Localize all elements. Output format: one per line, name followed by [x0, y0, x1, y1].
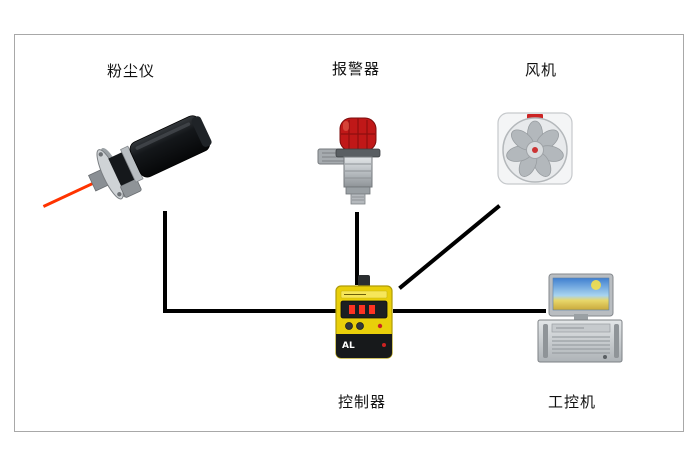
- controller-logo: AL: [342, 341, 355, 351]
- ipc-handle-left: [543, 324, 548, 358]
- ipc-monitor-screen: [552, 277, 610, 311]
- controller-led: [377, 323, 383, 329]
- alarm-label: 报警器: [331, 60, 380, 78]
- controller-logo-dot: [382, 343, 386, 347]
- controller-digit: [349, 305, 355, 314]
- ipc-screen-sun: [591, 280, 601, 290]
- controller-digit: [359, 305, 365, 314]
- line-dustmeter-to-controller: [163, 211, 336, 313]
- diagram-border: [14, 34, 684, 432]
- alarm-body: [343, 156, 373, 188]
- fan-hub-mark: [532, 147, 538, 153]
- ipc-vent-grille: [552, 336, 610, 354]
- ipc-handle-right: [614, 324, 619, 358]
- controller-bottom-band: [336, 334, 392, 358]
- controller-button: [356, 322, 364, 330]
- controller-icon: AL: [335, 275, 393, 359]
- fan-icon: [497, 112, 573, 185]
- ipc-monitor-stand: [574, 314, 588, 320]
- fan-label: 风机: [524, 61, 557, 79]
- laser-beam-icon: [42, 181, 95, 208]
- alarm-icon: [317, 117, 381, 205]
- alarm-hex-nut: [345, 186, 371, 195]
- controller-top-connector: [358, 275, 370, 287]
- alarm-base-ring: [335, 148, 381, 158]
- ipc-icon: [537, 273, 623, 363]
- alarm-thread: [350, 193, 366, 205]
- ipc-label: 工控机: [547, 393, 596, 411]
- dust-meter-icon: [42, 115, 212, 208]
- dust-meter-end-cap: [191, 116, 212, 147]
- connection-lines: [163, 204, 546, 313]
- line-fan-to-controller: [398, 204, 501, 290]
- dust-meter-label: 粉尘仪: [106, 62, 155, 80]
- controller-label: 控制器: [337, 393, 386, 411]
- dust-meter-highlight: [135, 122, 191, 150]
- ipc-power-button: [603, 355, 607, 359]
- dust-meter-front-cap: [108, 152, 135, 186]
- alarm-dome-highlight: [343, 121, 349, 131]
- controller-button: [345, 322, 353, 330]
- flange-bolt: [117, 192, 122, 197]
- controller-digit: [369, 305, 375, 314]
- flange-bolt: [98, 152, 103, 157]
